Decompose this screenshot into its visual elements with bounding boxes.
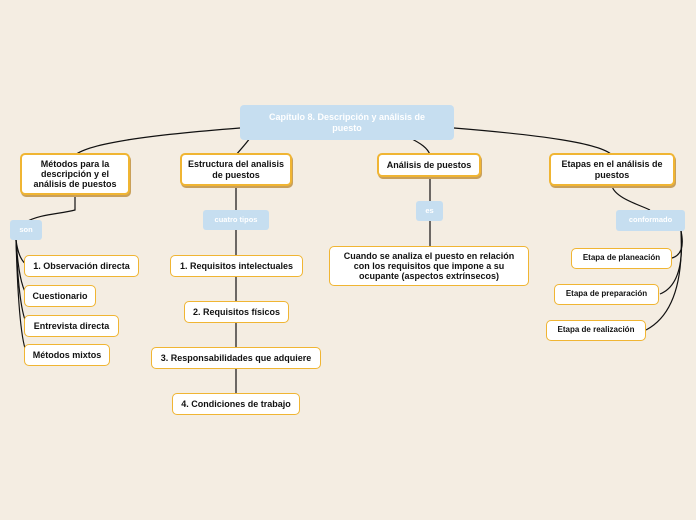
metodos-item-2[interactable]: Cuestionario (24, 285, 96, 307)
etapas-item-2[interactable]: Etapa de preparación (554, 284, 659, 305)
metodos-item-1-label: 1. Observación directa (33, 260, 130, 271)
etapas-item-3[interactable]: Etapa de realización (546, 320, 646, 341)
estructura-item-4-label: 4. Condiciones de trabajo (181, 398, 291, 409)
branch-analisis[interactable]: Análisis de puestos (377, 153, 481, 177)
connector-conformado[interactable]: conformado (616, 210, 685, 231)
branch-metodos-title: Métodos para la descripción y el análisi… (33, 158, 117, 190)
etapas-item-3-label: Etapa de realización (557, 325, 635, 335)
etapas-item-1-label: Etapa de planeación (582, 253, 661, 263)
connector-cuatro-tipos[interactable]: cuatro tipos (203, 210, 269, 230)
connector-es[interactable]: es (416, 201, 443, 221)
link-conformado-item3 (645, 230, 682, 331)
metodos-item-2-label: Cuestionario (32, 290, 88, 301)
metodos-item-4[interactable]: Métodos mixtos (24, 344, 110, 366)
metodos-item-4-label: Métodos mixtos (32, 349, 102, 360)
analisis-item-1-label: Cuando se analiza el puesto en relación … (343, 250, 515, 282)
branch-etapas[interactable]: Etapas en el análisis de puestos (549, 153, 675, 186)
etapas-item-1[interactable]: Etapa de planeación (571, 248, 672, 269)
estructura-item-3[interactable]: 3. Responsabilidades que adquiere (151, 347, 321, 369)
metodos-item-1[interactable]: 1. Observación directa (24, 255, 139, 277)
etapas-item-2-label: Etapa de preparación (565, 289, 648, 299)
connector-conformado-label: conformado (628, 215, 673, 225)
estructura-item-1-label: 1. Requisitos intelectuales (179, 260, 294, 271)
link-root-etapas (453, 127, 613, 156)
root-title: Capítulo 8. Descripción y análisis de pu… (268, 112, 426, 133)
estructura-item-1[interactable]: 1. Requisitos intelectuales (170, 255, 303, 277)
analisis-item-1[interactable]: Cuando se analiza el puesto en relación … (329, 246, 529, 286)
branch-etapas-title: Etapas en el análisis de puestos (561, 159, 663, 180)
estructura-item-2-label: 2. Requisitos físicos (192, 306, 281, 317)
estructura-item-3-label: 3. Responsabilidades que adquiere (160, 352, 312, 363)
branch-metodos[interactable]: Métodos para la descripción y el análisi… (20, 153, 130, 195)
connector-es-label: es (425, 205, 434, 215)
branch-estructura[interactable]: Estructura del analisis de puestos (180, 153, 292, 186)
connector-cuatro-tipos-label: cuatro tipos (214, 214, 258, 224)
branch-analisis-title: Análisis de puestos (386, 159, 472, 170)
branch-estructura-title: Estructura del analisis de puestos (187, 159, 285, 180)
estructura-item-4[interactable]: 4. Condiciones de trabajo (172, 393, 300, 415)
estructura-item-2[interactable]: 2. Requisitos físicos (184, 301, 289, 323)
root-topic[interactable]: Capítulo 8. Descripción y análisis de pu… (240, 105, 454, 140)
connector-son-label: son (19, 224, 33, 234)
metodos-item-3-label: Entrevista directa (33, 320, 110, 331)
metodos-item-3[interactable]: Entrevista directa (24, 315, 119, 337)
link-etapas-conformado (611, 185, 651, 211)
link-metodos-son (25, 195, 76, 223)
link-root-metodos (74, 127, 241, 156)
connector-son[interactable]: son (10, 220, 42, 240)
